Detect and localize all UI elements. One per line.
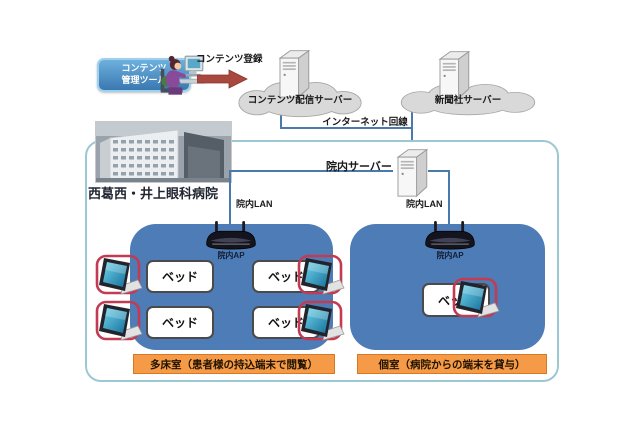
register-arrow-label: コンテンツ登録 [196, 54, 263, 65]
delivery-server-icon [278, 49, 311, 99]
tablet-icon [452, 277, 500, 318]
bed-box: ベッド [146, 260, 214, 293]
hospital-server-icon [396, 148, 429, 198]
ap-label-left: 院内AP [217, 251, 245, 260]
newspaper-server-icon [438, 50, 471, 100]
line-lan-left-h [229, 170, 393, 172]
tablet-icon [95, 254, 143, 295]
line-lan-left-v [229, 170, 231, 230]
line-lan-right-v [448, 170, 450, 230]
delivery-server-cloud: コンテンツ配信サーバー [234, 49, 366, 118]
tool-label-line2: 管理ツール [121, 75, 167, 85]
ap-label-right: 院内AP [436, 251, 464, 260]
access-point-icon [206, 220, 256, 250]
hospital-server-label: 院内サーバー [326, 161, 392, 173]
bed-box: ベッド [146, 306, 214, 339]
hospital-name: 西葛西・井上眼科病院 [88, 186, 219, 201]
delivery-cloud-label: コンテンツ配信サーバー [247, 95, 353, 106]
newspaper-server-cloud: 新聞社サーバー [396, 50, 540, 116]
arrow-right-icon [197, 69, 248, 89]
lan-label-right: 院内LAN [406, 199, 443, 209]
tablet-icon [297, 300, 345, 341]
line-lan-right-h [428, 170, 450, 172]
tablet-icon [297, 254, 345, 295]
hospital-photo [95, 121, 232, 183]
private-room-caption: 個室（病院からの端末を貸与） [357, 354, 547, 374]
line-delivery-down [280, 111, 282, 129]
internet-line-label: インターネット回線 [322, 117, 408, 128]
tool-label-line1: コンテンツ [121, 63, 167, 74]
line-internet [280, 127, 413, 129]
line-newspaper-down [411, 110, 413, 152]
lan-label-left: 院内LAN [236, 199, 273, 209]
access-point-icon [425, 220, 475, 250]
multi-bed-room-caption: 多床室（患者様の持込端末で閲覧） [133, 354, 335, 374]
newspaper-cloud-label: 新聞社サーバー [434, 95, 502, 106]
tablet-icon [95, 300, 143, 341]
